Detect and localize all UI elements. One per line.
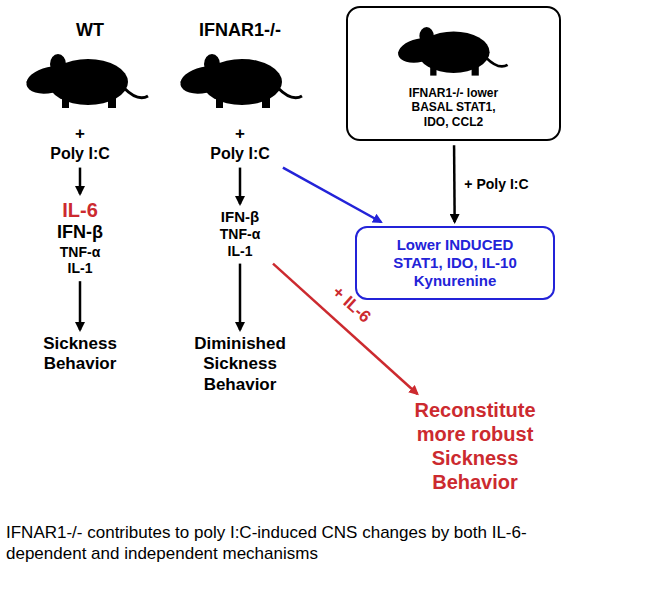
edge-label: + Poly I:C xyxy=(462,176,530,192)
rounded-box: IFNAR1-/- lower BASAL STAT1, IDO, CCL2 xyxy=(346,6,561,141)
rounded-box: Lower INDUCED STAT1, IDO, IL-10 Kynureni… xyxy=(355,226,555,300)
node-text: Poly I:C xyxy=(35,144,125,163)
column-heading: IFNAR1-/- xyxy=(199,20,281,41)
node-text: + xyxy=(35,124,125,144)
mouse-silhouette xyxy=(178,54,302,108)
mouse-silhouette xyxy=(396,27,508,76)
node-text: Reconstitute more robust Sickness Behavi… xyxy=(395,398,555,494)
box-text: IFNAR1-/- lower BASAL STAT1, IDO, CCL2 xyxy=(399,86,509,129)
text-group: IFN-βTNF-αIL-1 xyxy=(185,208,295,260)
arrow-connector xyxy=(283,168,381,222)
arrow-connector xyxy=(239,168,242,204)
box-text: Lower INDUCED STAT1, IDO, IL-10 Kynureni… xyxy=(375,236,535,290)
mouse-silhouette xyxy=(24,54,148,108)
text-group: Diminished Sickness Behavior xyxy=(170,334,310,395)
node-text: IFN-β xyxy=(185,208,295,226)
arrow-connector xyxy=(79,281,82,330)
node-text: + xyxy=(195,124,285,144)
text-group: Reconstitute more robust Sickness Behavi… xyxy=(395,398,555,494)
node-text: Poly I:C xyxy=(195,144,285,163)
node-text: TNF-α xyxy=(25,244,135,261)
arrow-connector xyxy=(79,168,82,194)
node-text: Sickness Behavior xyxy=(20,334,140,375)
text-group: +Poly I:C xyxy=(35,124,125,164)
node-text: IFN-β xyxy=(25,222,135,244)
figure-caption: IFNAR1-/- contributes to poly I:C-induce… xyxy=(6,522,606,565)
node-text: IL-1 xyxy=(185,243,295,260)
arrow-connector xyxy=(273,264,417,394)
edge-label: + IL-6 xyxy=(327,281,376,328)
node-text: IL-1 xyxy=(25,260,135,277)
arrow-connector xyxy=(453,145,456,222)
node-text: TNF-α xyxy=(185,226,295,243)
node-text: IL-6 xyxy=(25,198,135,222)
text-group: +Poly I:C xyxy=(195,124,285,164)
text-group: IL-6IFN-βTNF-αIL-1 xyxy=(25,198,135,277)
column-heading: WT xyxy=(76,20,104,41)
arrow-connector xyxy=(239,264,242,330)
text-group: Sickness Behavior xyxy=(20,334,140,375)
node-text: Diminished Sickness Behavior xyxy=(170,334,310,395)
